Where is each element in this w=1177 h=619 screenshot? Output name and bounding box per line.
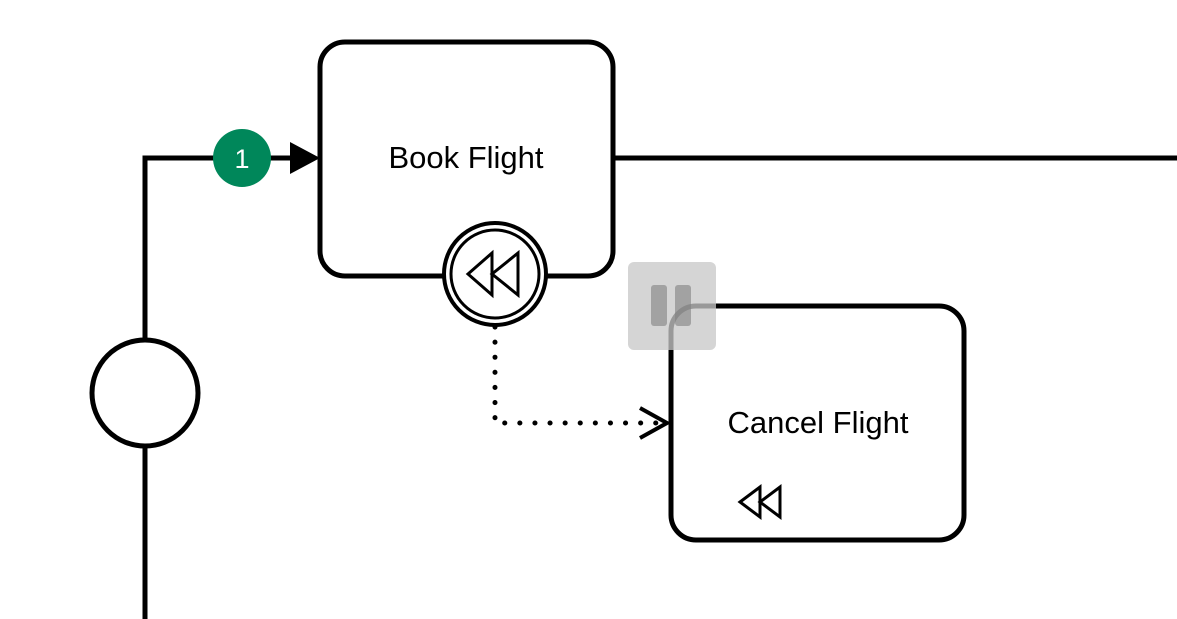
compensation-boundary-event[interactable] xyxy=(442,221,548,327)
pause-overlay-bg xyxy=(628,262,716,350)
badge-text: 1 xyxy=(234,144,249,174)
boundary-inner-circle xyxy=(449,228,541,320)
sequence-flow-to-book-flight[interactable] xyxy=(142,155,292,340)
event-circle[interactable] xyxy=(89,337,201,449)
pause-overlay-button[interactable] xyxy=(628,262,716,350)
badge-circle xyxy=(213,129,271,187)
task-cancel-flight-label: Cancel Flight xyxy=(728,405,909,440)
token-count-badge[interactable]: 1 xyxy=(213,129,271,187)
pause-icon xyxy=(651,285,691,326)
rewind-icon xyxy=(465,249,520,299)
task-book-flight-label: Book Flight xyxy=(388,140,543,175)
compensation-marker-icon xyxy=(737,484,782,520)
task-cancel-flight-box[interactable] xyxy=(668,303,967,543)
task-cancel-flight[interactable]: Cancel Flight xyxy=(668,303,967,543)
compensation-association[interactable] xyxy=(492,324,667,426)
open-arrowhead-icon xyxy=(639,406,672,440)
arrowhead-icon xyxy=(290,142,320,174)
